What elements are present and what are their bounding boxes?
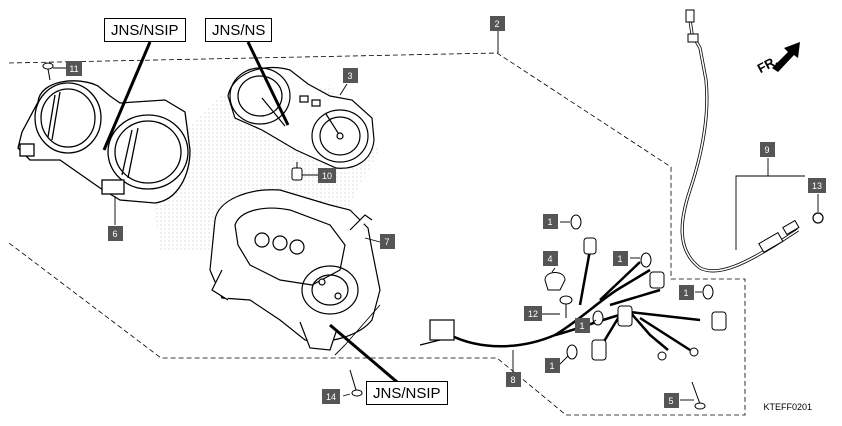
assembly-frame-line [8,52,746,416]
screw-top [42,62,66,81]
part-tag-11: 11 [66,61,82,76]
svg-text:11: 11 [69,64,78,74]
part-tag-1e: 1 [545,358,560,373]
svg-text:14: 14 [326,392,336,402]
part-tag-1d: 1 [575,318,590,333]
screw-right [691,381,706,410]
part-tag-7: 7 [380,234,395,249]
svg-text:1: 1 [579,321,584,331]
svg-text:3: 3 [347,71,352,81]
svg-text:9: 9 [764,145,769,155]
screw-bottom [349,369,363,397]
meter-case [209,189,381,351]
instrument-face [227,66,375,169]
callout-jns-nsip-bottom: JNS/NSIP [366,381,448,405]
svg-text:7: 7 [384,237,389,247]
svg-text:2: 2 [494,19,499,29]
part-tag-3: 3 [343,68,358,83]
part-tag-2: 2 [490,16,505,31]
part-tag-10: 10 [318,168,336,183]
svg-text:6: 6 [112,229,117,239]
part-tag-1c: 1 [679,285,694,300]
svg-text:13: 13 [812,181,822,191]
svg-text:1: 1 [547,217,552,227]
svg-text:8: 8 [510,375,515,385]
callout-jns-nsip-top: JNS/NSIP [104,18,186,42]
speedometer-cable [680,9,800,273]
svg-text:1: 1 [683,288,688,298]
callout-jns-ns: JNS/NS [205,18,273,42]
svg-text:1: 1 [549,361,554,371]
front-direction-arrow [772,42,800,72]
part-tag-6: 6 [108,226,123,241]
part-tag-1a: 1 [543,214,558,229]
part-tag-14: 14 [322,389,340,404]
part-tag-13: 13 [808,178,826,193]
part-tag-4: 4 [543,251,558,266]
svg-text:10: 10 [322,171,332,181]
svg-text:4: 4 [547,254,552,264]
svg-text:5: 5 [668,396,673,406]
diagram-code: KTEFF0201 [763,402,812,412]
part-tag-8: 8 [506,372,521,387]
bulbs [544,214,727,361]
part-tag-1b: 1 [613,251,628,266]
part-tag-9: 9 [760,142,775,157]
part-tag-12: 12 [524,306,542,321]
meter-cover [17,80,191,204]
svg-text:12: 12 [528,309,538,319]
clamp [559,295,573,318]
o-ring [812,212,824,224]
svg-text:1: 1 [617,254,622,264]
part-tag-5: 5 [664,393,679,408]
leader-lines [54,30,819,401]
